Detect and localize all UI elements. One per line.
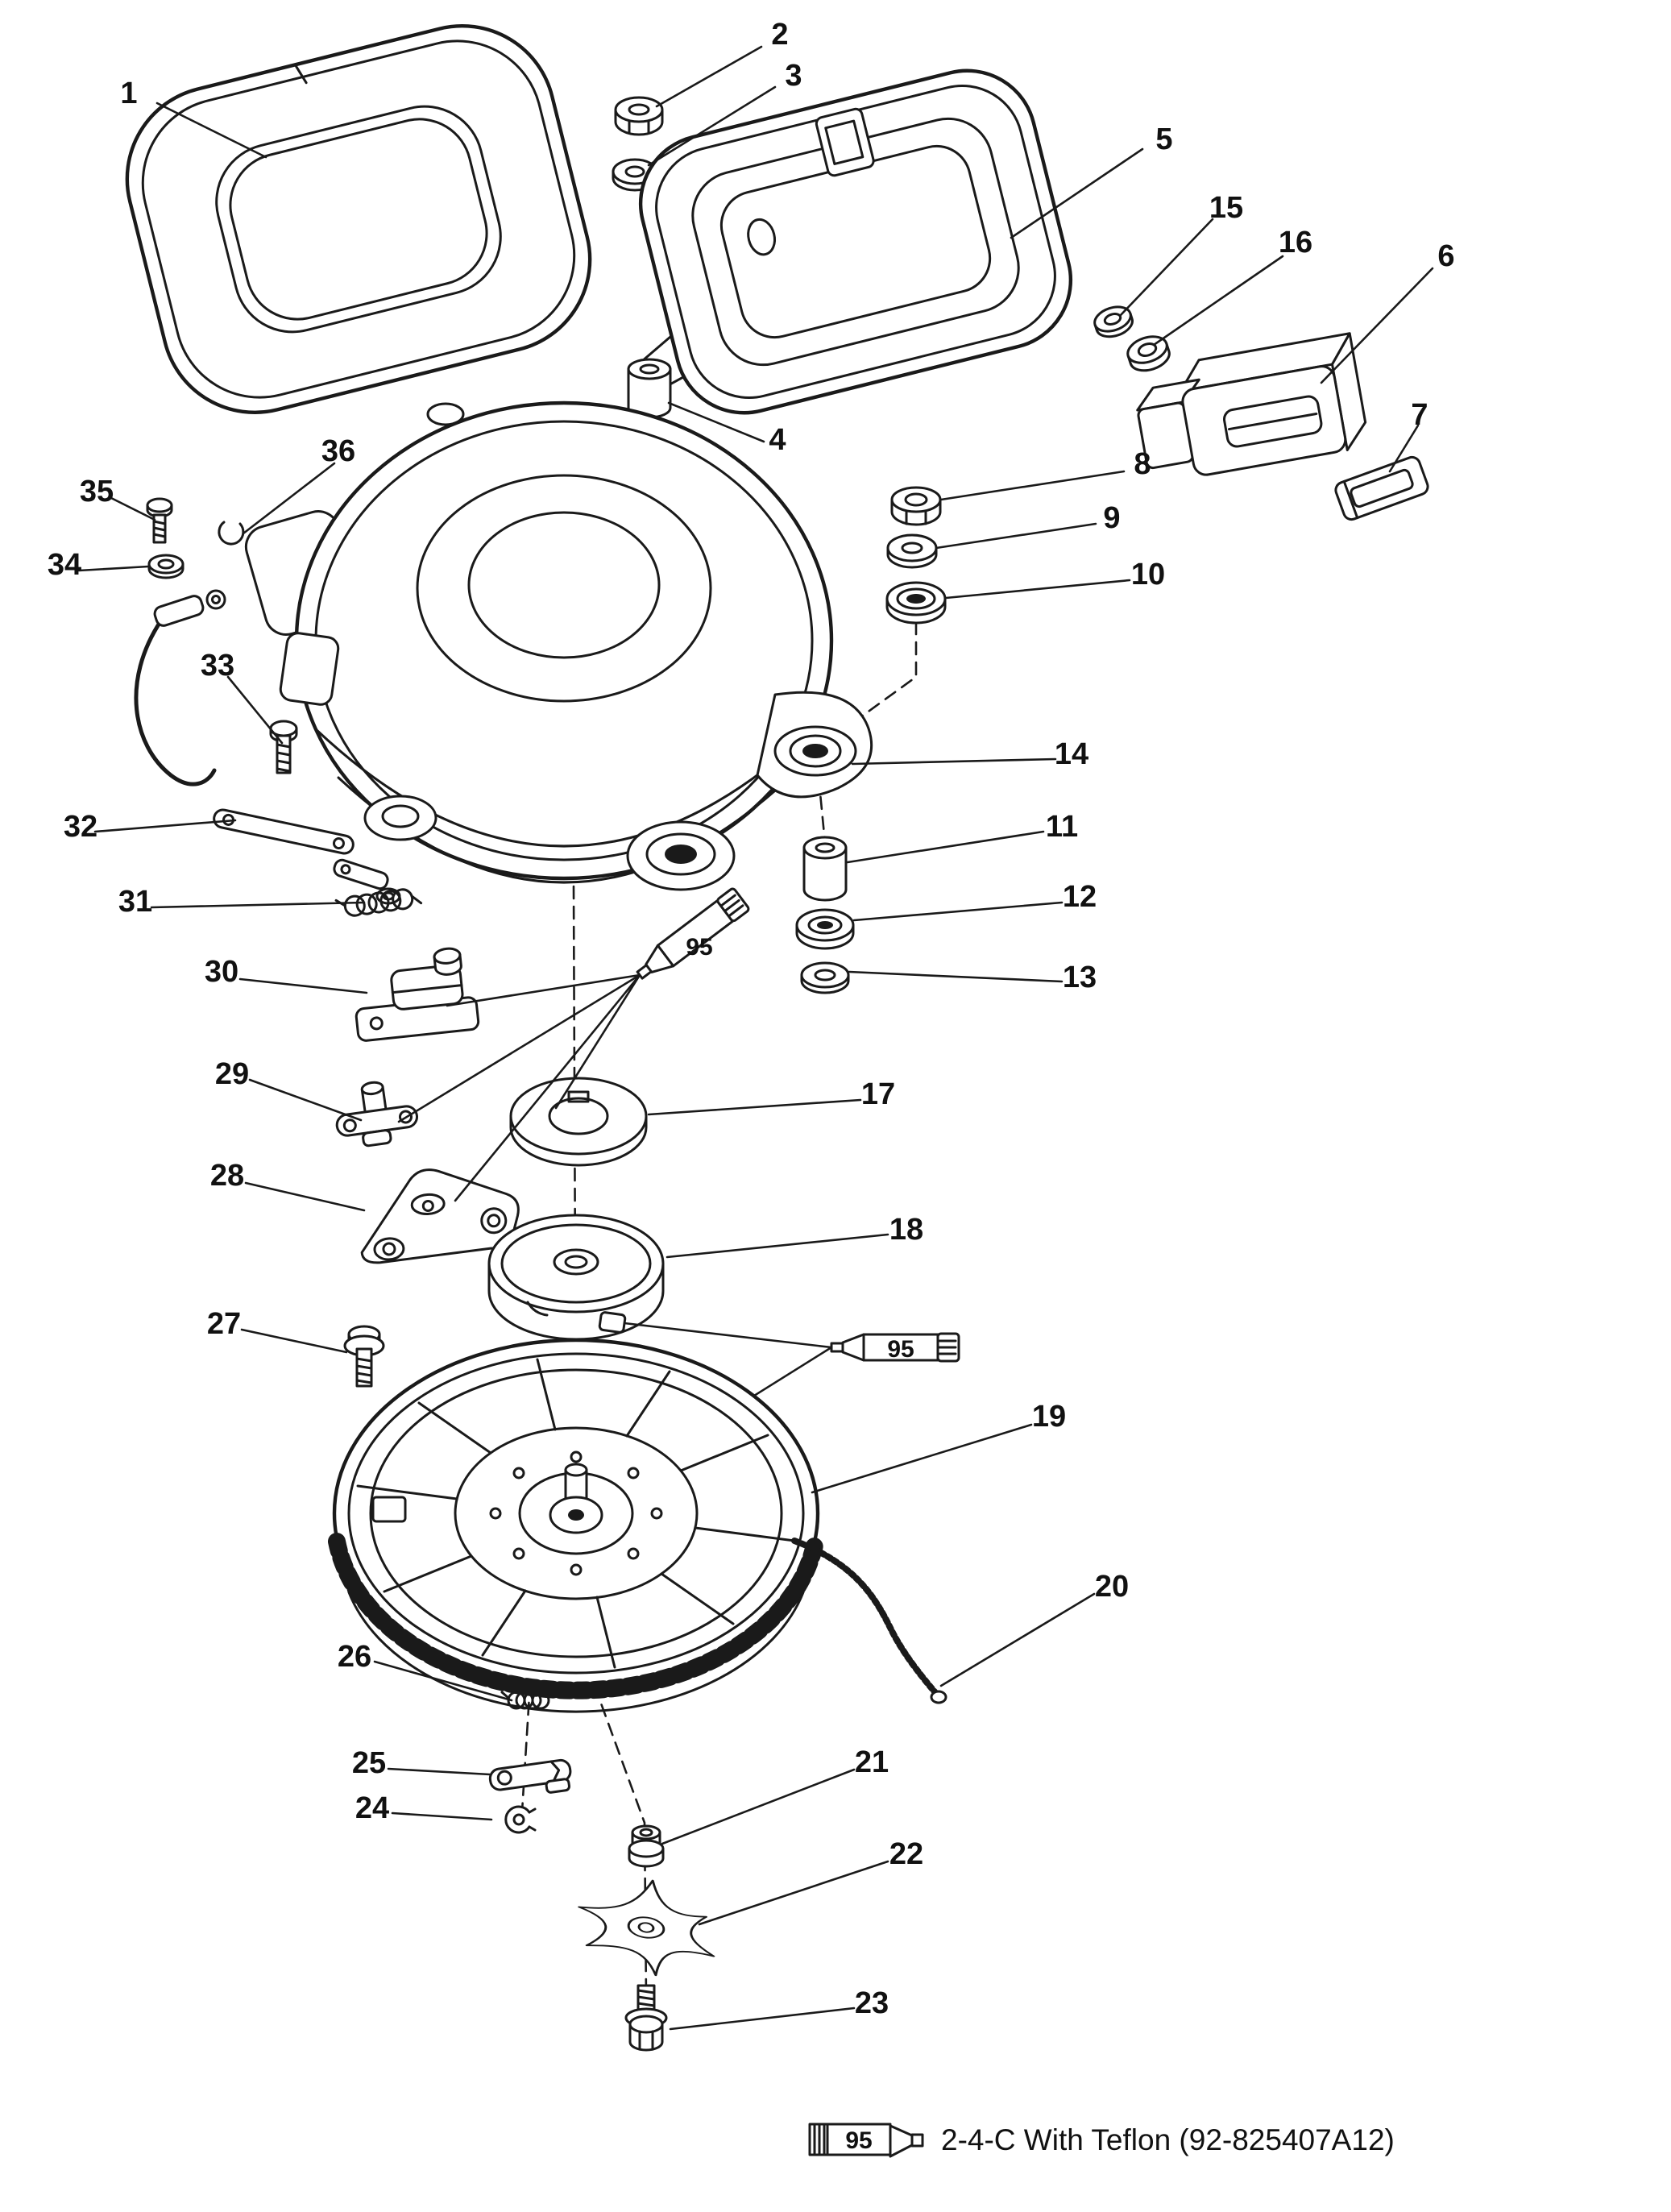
part-18-pulley-hub [487, 1214, 665, 1341]
part-35-screw [146, 497, 173, 544]
callout-36: 36 [321, 434, 355, 468]
callout-15: 15 [1209, 191, 1243, 225]
part-2-nut [614, 96, 664, 136]
sealant-tube-1: 95 [397, 887, 750, 1202]
part-28-cam-bracket [360, 1168, 520, 1264]
callout-35: 35 [80, 475, 114, 508]
part-33-screw [269, 720, 298, 774]
part-21-spacer [628, 1824, 665, 1868]
callout-16: 16 [1279, 226, 1312, 259]
callout-25: 25 [352, 1746, 386, 1780]
part-10-grommet [885, 581, 947, 625]
part-22-star-plate [578, 1879, 715, 1977]
callout-20: 20 [1095, 1570, 1129, 1604]
part-19-sheave-wheel [328, 1338, 824, 1713]
callouts: 1 2 3 5 15 16 6 7 4 8 9 10 36 35 34 33 1… [48, 18, 1455, 2020]
part-29-pivot-plate [335, 1081, 419, 1148]
sealant-mark-1: 95 [686, 934, 712, 961]
callout-4: 4 [769, 423, 786, 457]
part-14-grommet [773, 725, 857, 777]
sealant-mark-2: 95 [887, 1336, 914, 1363]
callout-10: 10 [1131, 558, 1165, 591]
recoil-housing [244, 400, 873, 891]
callout-30: 30 [205, 955, 238, 989]
callout-23: 23 [855, 1986, 889, 2020]
callout-31: 31 [118, 885, 152, 919]
kill-switch-lead [134, 589, 226, 786]
part-8-nut [890, 486, 942, 526]
callout-19: 19 [1032, 1400, 1066, 1434]
callout-13: 13 [1063, 961, 1097, 994]
callout-27: 27 [207, 1307, 241, 1341]
callout-18: 18 [889, 1213, 923, 1247]
callout-28: 28 [210, 1159, 244, 1193]
part-31-spring [334, 888, 423, 917]
part-24-clip [504, 1805, 537, 1834]
part-32-link-rod [213, 808, 401, 905]
footer-sealant-mark: 95 [845, 2127, 872, 2154]
callout-32: 32 [64, 810, 97, 844]
callout-9: 9 [1103, 501, 1120, 535]
part-16-washer [1126, 335, 1171, 372]
part-7-clip-sleeve [1334, 455, 1429, 521]
callout-8: 8 [1134, 447, 1151, 481]
callout-6: 6 [1437, 239, 1454, 273]
part-13-washer [800, 961, 850, 994]
callout-21: 21 [855, 1745, 889, 1779]
callout-22: 22 [889, 1837, 923, 1871]
part-25-pawl [488, 1758, 572, 1794]
part-17-cam-washer [509, 1077, 648, 1167]
callout-1: 1 [120, 77, 137, 110]
footer-legend: 95 2-4-C With Teflon (92-825407A12) [808, 2123, 1395, 2158]
footer-note: 2-4-C With Teflon (92-825407A12) [941, 2123, 1395, 2156]
callout-24: 24 [355, 1791, 389, 1825]
callout-33: 33 [201, 649, 234, 683]
part-1-starter-handle [125, 23, 592, 415]
part-5-handle-bracket [638, 68, 1073, 415]
part-27-bolt [343, 1325, 385, 1388]
callout-29: 29 [215, 1057, 249, 1091]
callout-34: 34 [48, 548, 81, 582]
callout-2: 2 [771, 18, 788, 52]
part-20-starter-rope [791, 1538, 947, 1704]
callout-26: 26 [338, 1640, 371, 1674]
part-34-washer [147, 554, 185, 579]
part-36-clip [218, 521, 245, 546]
callout-3: 3 [785, 59, 802, 93]
callout-5: 5 [1155, 122, 1172, 156]
callout-14: 14 [1055, 737, 1088, 771]
footer-sealant-tube-icon [808, 2123, 924, 2158]
part-30-pawl-lever [355, 947, 480, 1042]
part-9-washer [886, 533, 938, 569]
part-23-bolt [624, 1984, 668, 2052]
callout-12: 12 [1063, 880, 1097, 914]
part-12-grommet [795, 908, 855, 950]
part-15-washer [1093, 305, 1134, 338]
callout-7: 7 [1411, 398, 1428, 432]
callout-17: 17 [861, 1077, 895, 1111]
part-11-spacer [802, 836, 848, 902]
callout-11: 11 [1046, 810, 1078, 844]
leader-lines [77, 45, 1434, 2031]
part-4-spacer [627, 358, 672, 419]
